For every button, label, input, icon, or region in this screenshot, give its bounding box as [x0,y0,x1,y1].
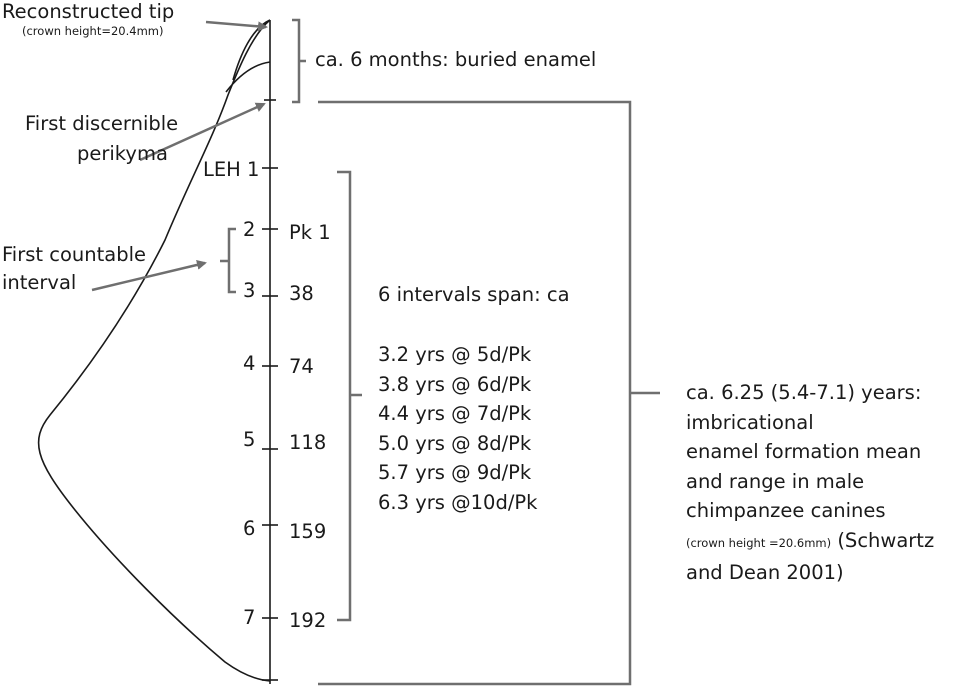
pk-count-1: Pk 1 [289,221,331,244]
tick-label-6: 6 [243,517,256,540]
summary-block: ca. 6.25 (5.4-7.1) years: imbricational … [686,378,934,588]
pk-count-2: 38 [289,282,314,305]
pk-count-6: 192 [289,609,327,632]
arrow-first-countable [91,259,207,292]
tick-label-7: 7 [243,606,256,629]
rate-10d: 6.3 yrs @10d/Pk [378,490,538,514]
arrow-first-perikyma [139,102,266,162]
summary-crown-height: (crown height =20.6mm) [686,535,832,550]
bracket-buried-enamel [292,18,306,104]
label-reconstructed-tip: Reconstructed tip [2,0,175,23]
bracket-six-intervals [337,170,362,622]
label-first-discernible: First discernible [25,112,179,135]
summary-line3: enamel formation mean [686,440,922,463]
first-perikyma-curve [225,61,271,93]
tick-label-3: 3 [243,279,256,302]
bracket-imbricational [318,100,660,686]
axis-ticks [262,99,278,681]
summary-line2: imbricational [686,410,814,434]
tick-label-4: 4 [243,352,256,375]
summary-line6: (crown height =20.6mm) (Schwartz [686,526,934,559]
tick-label-2: 2 [243,218,256,241]
summary-citation-1: (Schwartz [837,528,935,552]
label-buried-enamel: ca. 6 months: buried enamel [315,48,597,71]
rate-9d: 5.7 yrs @ 9d/Pk [378,461,532,484]
arrow-reconstructed-tip [205,20,268,32]
tick-label-leh1: LEH 1 [203,158,260,181]
summary-line1: ca. 6.25 (5.4-7.1) years: [686,381,922,404]
bracket-first-countable [220,227,236,294]
summary-line5: chimpanzee canines [686,499,886,522]
label-crown-height-tip: (crown height=20.4mm) [22,24,164,38]
label-perikyma: perikyma [77,142,168,165]
intervals-rates: 3.2 yrs @ 5d/Pk 3.8 yrs @ 6d/Pk 4.4 yrs … [378,340,537,517]
rate-8d: 5.0 yrs @ 8d/Pk [378,431,532,455]
tick-label-5: 5 [243,428,256,451]
label-first-countable: First countable [2,243,146,266]
rate-7d: 4.4 yrs @ 7d/Pk [378,402,532,425]
rate-6d: 3.8 yrs @ 6d/Pk [378,372,532,396]
pk-count-3: 74 [289,355,314,378]
pk-count-5: 159 [289,520,327,543]
intervals-heading: 6 intervals span: ca [378,283,570,306]
summary-line4: and range in male [686,469,865,493]
label-interval: interval [2,271,77,294]
pk-count-4: 118 [289,431,327,454]
summary-citation-2: and Dean 2001) [686,561,844,584]
rate-5d: 3.2 yrs @ 5d/Pk [378,343,532,366]
tooth-crown-outline [37,19,271,682]
